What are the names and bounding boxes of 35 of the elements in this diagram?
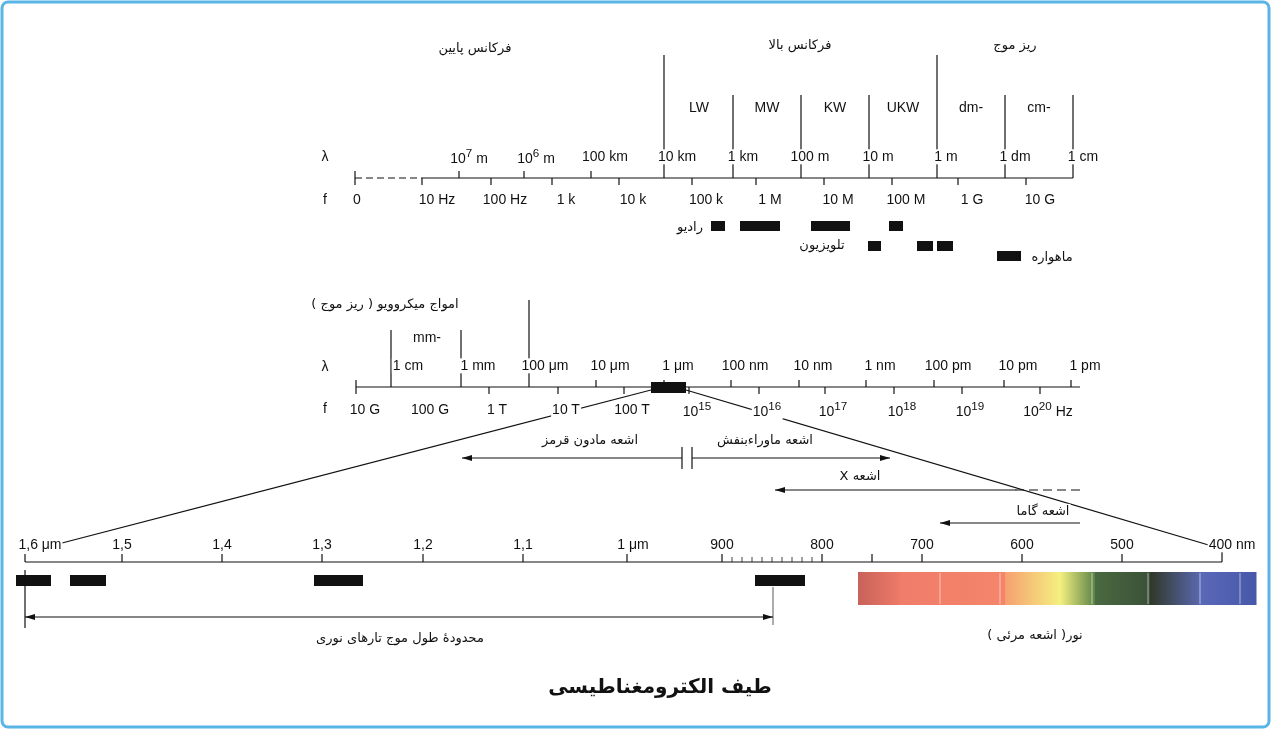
tick-label: 1 μm [661,358,695,374]
tick-label: 1,5 [111,537,133,553]
tick-label: 10 μm [589,358,631,374]
tick-label: 1 cm [1066,149,1100,165]
band-heading: فرکانس پایین [437,40,513,56]
range-label: اشعه مادون قرمز [540,432,640,448]
tick-label: 1,6 μm [17,537,63,553]
tick-label: 1,1 [512,537,534,553]
tick-label: 1,3 [311,537,333,553]
band-label: ماهواره [1030,249,1074,265]
band-label: رادیو [676,219,704,235]
tick-label: 1 pm [1068,358,1102,374]
tick-label: 1 m [933,149,959,165]
range-label: اشعه ماوراءبنفش [716,432,814,448]
tick-label: 100 m [789,149,831,165]
tick-label: 10 T [551,402,581,418]
tick-label: 1,2 [412,537,434,553]
band-heading: امواج میکروویو ( ریز موج ) [310,296,460,312]
tick-label: 1 km [726,149,760,165]
range-label: نور( اشعه مرئی ) [986,627,1084,643]
tick-label: 1 dm [998,149,1032,165]
tick-label: 1 mm [459,358,497,374]
tick-label: 100 pm [923,358,973,374]
range-label: محدودهٔ طول موج تارهای نوری [315,630,485,646]
tick-label: 10 pm [997,358,1039,374]
tick-label: 10 m [861,149,895,165]
caption: طیف الکترومغناطیسی [547,675,773,697]
tick-label: 100 μm [520,358,570,374]
tick-label: 400 nm [1207,537,1257,553]
tick-label: 10 km [656,149,698,165]
tick-label: 10$^{16}$ [751,400,783,420]
band-label: تلویزیون [798,237,846,253]
tick-label: 1,4 [211,537,233,553]
tick-label: 1 μm [616,537,650,553]
band-heading: فرکانس بالا [767,37,833,53]
